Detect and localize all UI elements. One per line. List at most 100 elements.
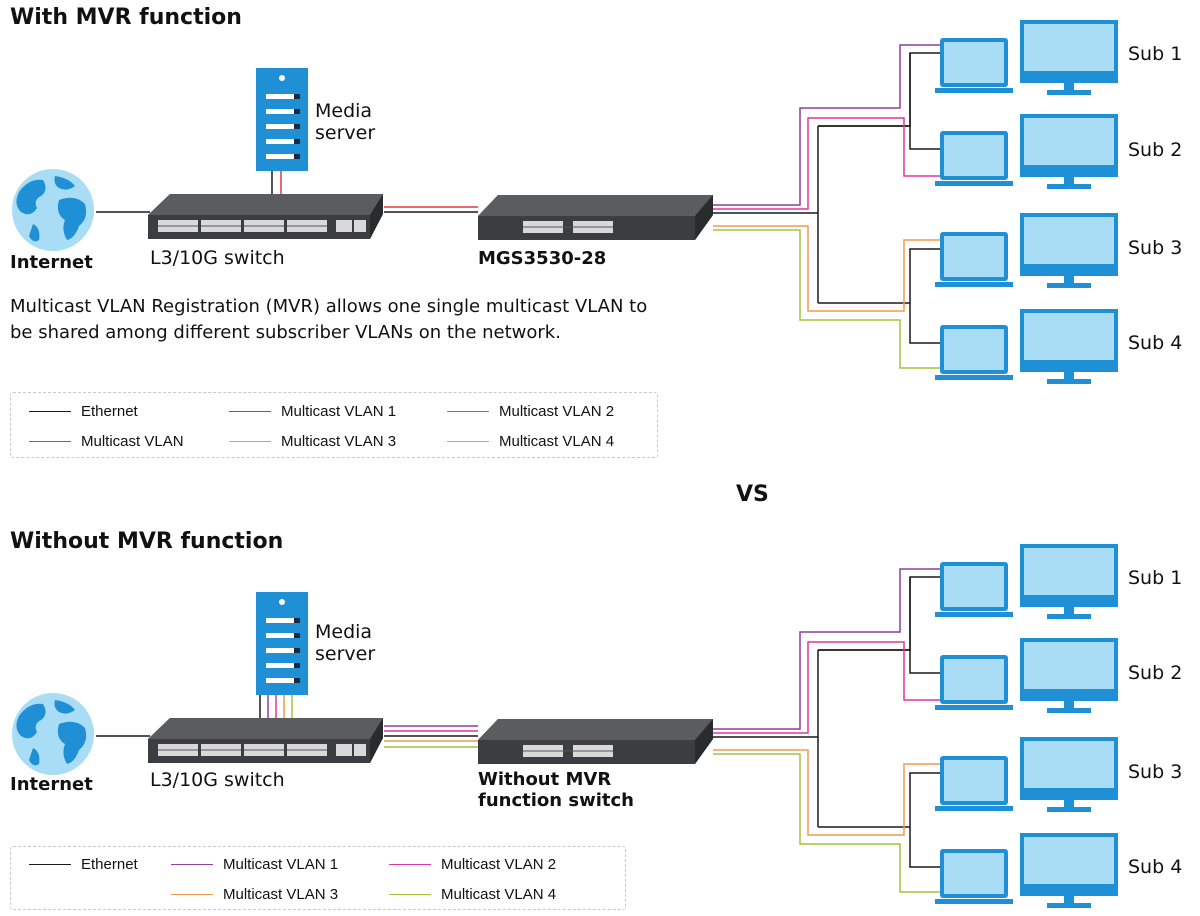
top-legend-vlan1: Multicast VLAN 1 <box>229 400 396 422</box>
legend-swatch <box>447 440 489 442</box>
bottom-sub-1-laptop-icon <box>935 562 1013 617</box>
monitor-screen <box>1024 118 1114 165</box>
top-legend-vlan3: Multicast VLAN 3 <box>229 430 396 452</box>
server-drive-slot <box>266 124 298 129</box>
server-drive-led <box>294 633 300 638</box>
server-drive-led <box>294 139 300 144</box>
bottom-l3-switch-label: L3/10G switch <box>150 769 285 791</box>
server-drive-led <box>294 618 300 623</box>
monitor-screen <box>1024 217 1114 264</box>
switch-top <box>478 195 713 216</box>
monitor-neck <box>1064 372 1074 379</box>
ethernet-link <box>818 248 940 304</box>
globe-land <box>29 748 40 766</box>
bottom-sub-1-label: Sub 1 <box>1128 567 1183 589</box>
laptop-base <box>935 899 1013 904</box>
monitor-screen <box>1024 548 1114 595</box>
top-sub-1-monitor-icon <box>1020 20 1118 95</box>
bottom-switch-label-line1: Without MVR <box>478 769 612 790</box>
switch-top <box>478 719 713 740</box>
server-drive-led <box>294 124 300 129</box>
bottom-legend: Ethernet Multicast VLAN 1 Multicast VLAN… <box>10 846 626 910</box>
legend-text: Multicast VLAN 1 <box>223 855 339 873</box>
top-mvr-switch-label: MGS3530-28 <box>478 248 607 269</box>
laptop-base <box>935 612 1013 617</box>
laptop-base <box>935 705 1013 710</box>
legend-text: Multicast VLAN <box>81 432 184 450</box>
legend-swatch <box>389 893 431 895</box>
server-drive-led <box>294 648 300 653</box>
globe-land <box>16 703 46 739</box>
legend-text: Multicast VLAN 2 <box>499 402 615 420</box>
server-drive-slot <box>266 154 298 159</box>
laptop-screen <box>944 329 1004 370</box>
legend-swatch <box>229 440 271 442</box>
bottom-heading: Without MVR function <box>10 529 284 554</box>
monitor-stand <box>1047 283 1091 288</box>
vlan4-link <box>713 229 940 369</box>
top-media-label-line1: Media <box>315 100 373 122</box>
laptop-base <box>935 806 1013 811</box>
top-access-switch-icon <box>478 195 713 240</box>
legend-swatch <box>29 863 71 865</box>
server-led <box>279 599 285 605</box>
globe-land <box>29 224 40 242</box>
bottom-access-switch-icon <box>478 719 713 764</box>
sfp-port <box>354 744 366 756</box>
server-drive-slot <box>266 648 298 653</box>
monitor-neck <box>1064 800 1074 807</box>
monitor-stand <box>1047 184 1091 189</box>
monitor-stand <box>1047 614 1091 619</box>
top-sub-1-label: Sub 1 <box>1128 43 1183 65</box>
server-drive-slot <box>266 663 298 668</box>
laptop-screen <box>944 853 1004 894</box>
ethernet-link <box>818 52 940 127</box>
bottom-sub-3-monitor-icon <box>1020 737 1118 812</box>
server-drive-slot <box>266 618 298 623</box>
switch-side <box>695 195 713 240</box>
bottom-media-server-icon <box>256 592 308 695</box>
monitor-neck <box>1064 701 1074 708</box>
legend-text: Multicast VLAN 4 <box>499 432 615 450</box>
switch-side <box>695 719 713 764</box>
top-media-server-label: Media server <box>315 100 375 144</box>
monitor-stand <box>1047 379 1091 384</box>
bottom-legend-vlan2: Multicast VLAN 2 <box>389 853 556 875</box>
bottom-sub-2-label: Sub 2 <box>1128 662 1183 684</box>
globe-land <box>16 179 46 215</box>
legend-text: Multicast VLAN 4 <box>441 885 557 903</box>
vs-label: VS <box>736 482 769 507</box>
bottom-legend-vlan3: Multicast VLAN 3 <box>171 883 338 905</box>
bottom-media-label-line2: server <box>315 643 376 665</box>
legend-text: Multicast VLAN 3 <box>281 432 397 450</box>
top-media-server-icon <box>256 68 308 171</box>
laptop-screen <box>944 760 1004 801</box>
bottom-wires <box>96 568 940 893</box>
bottom-internet-label: Internet <box>10 774 93 795</box>
server-drive-slot <box>266 633 298 638</box>
bottom-sub-1-monitor-icon <box>1020 544 1118 619</box>
vlan3-link <box>713 225 940 312</box>
server-led <box>279 75 285 81</box>
monitor-screen <box>1024 741 1114 788</box>
bottom-legend-vlan1: Multicast VLAN 1 <box>171 853 338 875</box>
switch-side <box>370 718 383 763</box>
legend-swatch <box>229 410 271 412</box>
top-sub-3-label: Sub 3 <box>1128 237 1183 259</box>
top-legend-vlan2: Multicast VLAN 2 <box>447 400 614 422</box>
vlan1-link <box>713 44 940 206</box>
monitor-screen <box>1024 24 1114 71</box>
bottom-sub-2-monitor-icon <box>1020 638 1118 713</box>
monitor-stand <box>1047 90 1091 95</box>
bottom-globe-icon <box>12 693 94 775</box>
top-sub-3-laptop-icon <box>935 232 1013 287</box>
switch-top <box>148 718 383 739</box>
top-l3-switch-icon <box>148 194 383 239</box>
ethernet-link <box>909 827 940 868</box>
globe-land <box>54 176 75 190</box>
mvr-description: Multicast VLAN Registration (MVR) allows… <box>10 296 648 343</box>
legend-text: Multicast VLAN 3 <box>223 885 339 903</box>
server-body <box>256 592 308 695</box>
